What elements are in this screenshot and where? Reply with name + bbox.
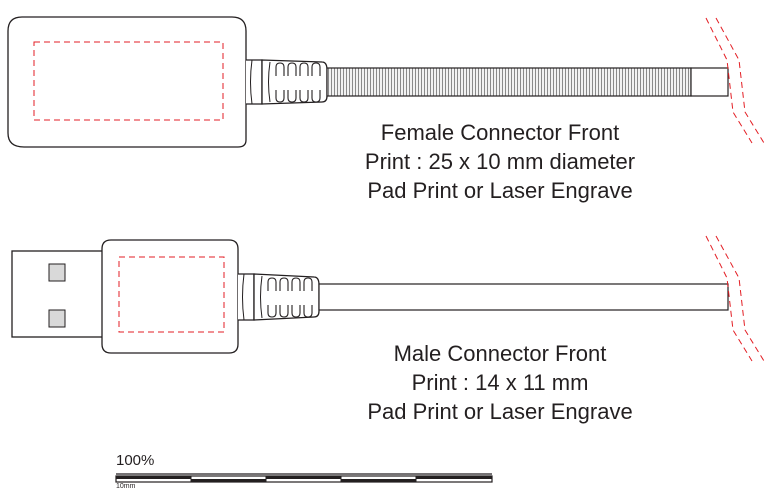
male-caption-title: Male Connector Front [393, 341, 607, 366]
male-usb-pin-top [48, 263, 66, 282]
male-connector-housing [101, 239, 239, 354]
female-cut-mark [705, 17, 765, 144]
female-connector-caption: Female Connector Front Print : 25 x 10 m… [320, 118, 680, 205]
male-strain-relief-boot [253, 273, 320, 321]
female-strain-relief-boot [261, 59, 328, 105]
male-caption-print-size: Print : 14 x 11 mm [411, 370, 589, 395]
female-boot-grips [275, 62, 321, 103]
female-cable-end [690, 67, 729, 97]
scale-bar [115, 473, 493, 483]
male-boot-grips [267, 277, 313, 318]
scale-label: 100% [116, 452, 155, 469]
male-caption-method: Pad Print or Laser Engrave [367, 399, 633, 424]
male-cut-mark [705, 235, 765, 362]
male-cable [318, 283, 729, 311]
female-print-area [33, 41, 224, 121]
female-connector-housing [7, 16, 247, 148]
male-strain-relief-neck [238, 273, 255, 321]
female-caption-title: Female Connector Front [380, 120, 620, 145]
male-connector-caption: Male Connector Front Print : 14 x 11 mm … [320, 339, 680, 426]
female-strain-relief-neck [246, 59, 263, 105]
female-braided-cable [326, 67, 692, 97]
female-caption-print-size: Print : 25 x 10 mm diameter [364, 149, 636, 174]
male-print-area [118, 256, 225, 333]
female-caption-method: Pad Print or Laser Engrave [367, 178, 633, 203]
scale-unit-label: 10mm [116, 483, 136, 490]
male-connector [11, 235, 765, 362]
female-connector [7, 16, 765, 148]
male-usb-pin-bottom [48, 309, 66, 328]
